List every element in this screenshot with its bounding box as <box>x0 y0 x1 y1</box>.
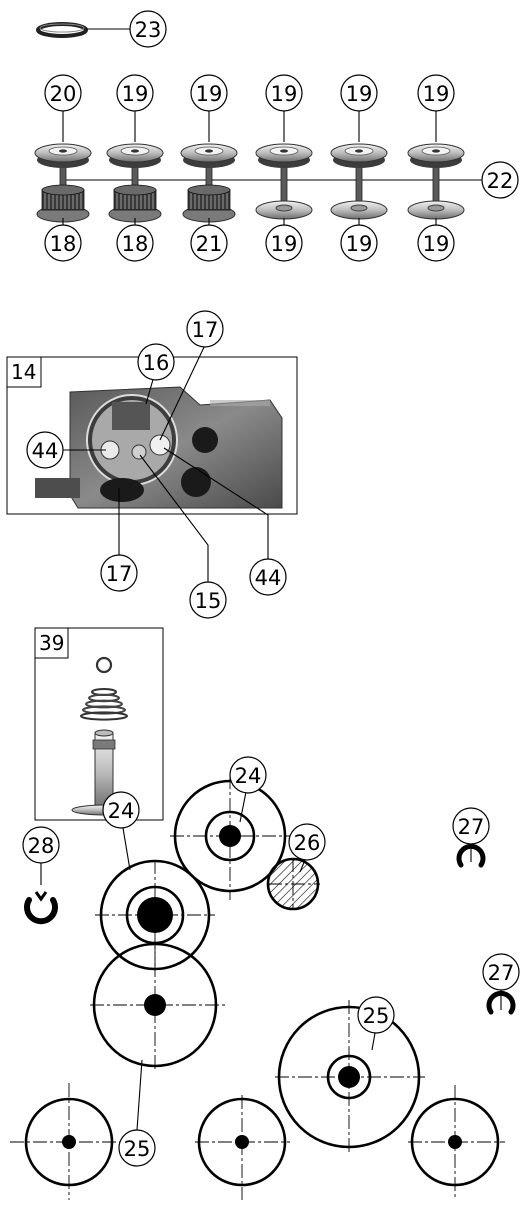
leader-24-left <box>122 827 131 871</box>
callout-lower-6: 19 <box>417 224 455 262</box>
svg-text:24: 24 <box>235 764 262 788</box>
svg-text:22: 22 <box>487 169 514 193</box>
callout-24-top: 24 <box>229 756 267 794</box>
callout-27-top: 27 <box>452 807 490 845</box>
callout-17-bottom: 17 <box>100 554 138 592</box>
box-label-14-frame <box>6 356 42 388</box>
callout-upper-5: 19 <box>340 74 378 112</box>
leader-17-top <box>159 344 206 441</box>
leader-44-right <box>163 447 269 559</box>
callout-16: 16 <box>137 343 175 381</box>
callout-lower-2: 18 <box>116 224 154 262</box>
callout-upper-6: 19 <box>417 74 455 112</box>
leader-26 <box>299 859 306 873</box>
svg-text:24: 24 <box>108 799 135 823</box>
pin-box: 39 <box>34 627 164 821</box>
callout-28: 28 <box>22 826 60 864</box>
svg-text:25: 25 <box>124 1137 151 1161</box>
callout-upper-label: 19 <box>122 82 149 106</box>
callout-upper-2: 19 <box>116 74 154 112</box>
svg-text:27: 27 <box>488 961 515 985</box>
leader-25-left <box>136 1059 143 1131</box>
svg-text:17: 17 <box>106 562 133 586</box>
callout-upper-3: 19 <box>190 74 228 112</box>
box-label-39: 39 <box>39 631 64 655</box>
motor-photo <box>35 386 283 509</box>
callout-lower-label: 19 <box>346 232 373 256</box>
spring-icon <box>80 688 128 721</box>
callout-27-bottom: 27 <box>482 953 520 991</box>
callout-upper-4: 19 <box>265 74 303 112</box>
callout-lower-3: 21 <box>190 224 228 262</box>
callout-44-right: 44 <box>249 558 287 596</box>
svg-text:15: 15 <box>195 589 222 613</box>
svg-text:27: 27 <box>458 815 485 839</box>
e-clip-28-icon <box>24 891 58 925</box>
callout-17-top: 17 <box>186 310 224 348</box>
box-label-39-frame <box>34 627 69 659</box>
callout-lower-label: 21 <box>196 232 223 256</box>
svg-text:28: 28 <box>28 834 55 858</box>
callout-lower-label: 18 <box>50 232 77 256</box>
svg-text:23: 23 <box>135 18 162 42</box>
traction-ring <box>36 22 88 38</box>
retaining-ring-icon <box>95 656 113 674</box>
callout-lower-1: 18 <box>44 224 82 262</box>
callout-22: 22 <box>481 161 519 199</box>
callout-upper-label: 19 <box>423 82 450 106</box>
callout-15: 15 <box>189 581 227 619</box>
leader-25-right <box>371 1032 376 1051</box>
callout-25-left: 25 <box>118 1129 156 1167</box>
svg-text:44: 44 <box>32 439 59 463</box>
leader-16 <box>145 375 155 405</box>
callout-upper-label: 19 <box>196 82 223 106</box>
svg-text:17: 17 <box>192 318 219 342</box>
callout-upper-1: 20 <box>44 74 82 112</box>
callout-44-left: 44 <box>26 431 64 469</box>
callout-upper-label: 19 <box>271 82 298 106</box>
callout-lower-5: 19 <box>340 224 378 262</box>
leader-24-top <box>239 791 247 823</box>
svg-text:25: 25 <box>363 1004 390 1028</box>
gear-train-drawing <box>10 775 505 1200</box>
motor-box: 14 <box>6 344 298 582</box>
callout-upper-label: 20 <box>50 82 77 106</box>
svg-text:16: 16 <box>143 351 170 375</box>
callout-lower-label: 18 <box>122 232 149 256</box>
callout-lower-label: 19 <box>423 232 450 256</box>
leader-15 <box>139 454 209 582</box>
box-label-14: 14 <box>11 360 36 384</box>
callout-upper-label: 19 <box>346 82 373 106</box>
callout-24-left: 24 <box>102 791 140 829</box>
svg-text:44: 44 <box>255 566 282 590</box>
callout-lower-label: 19 <box>271 232 298 256</box>
callout-lower-4: 19 <box>265 224 303 262</box>
callout-23: 23 <box>129 10 167 48</box>
svg-text:26: 26 <box>294 831 321 855</box>
callout-26: 26 <box>288 823 326 861</box>
callout-25-right: 25 <box>357 996 395 1034</box>
